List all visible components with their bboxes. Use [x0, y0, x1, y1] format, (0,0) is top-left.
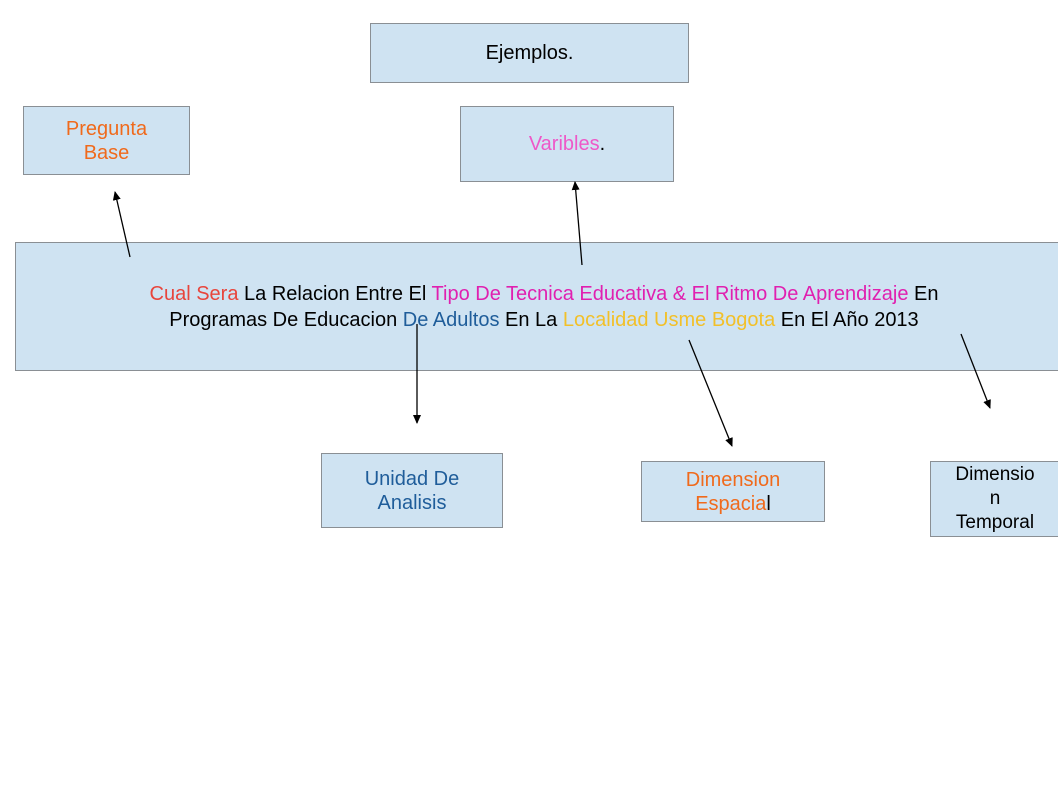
ejemplos-label: Ejemplos. — [485, 42, 574, 64]
question-segment-5: Programas De Educacion — [169, 308, 403, 331]
espacial-line2a: Espacia — [695, 492, 767, 515]
pregunta-base-label: Pregunta Base — [66, 117, 147, 165]
varibles-dot: . — [599, 133, 606, 155]
temporal-line2: n — [989, 488, 1001, 509]
question-box: Cual Sera La Relacion Entre El Tipo De T… — [15, 242, 1058, 371]
espacial-line1: Dimension — [685, 468, 781, 491]
espacial-line2b: l — [766, 492, 771, 515]
question-segment-pregunta: Cual Sera — [149, 282, 239, 305]
dimension-espacial-box: Dimension Espacial — [641, 461, 825, 522]
varibles-box: Varibles. — [460, 106, 674, 182]
espacial-label: Dimension Espacial — [686, 468, 780, 516]
question-segment-unidad: De Adultos — [402, 308, 500, 331]
temporal-label: Dimensio n Temporal — [955, 463, 1034, 535]
question-segment-espacial: Localidad Usme Bogota — [562, 308, 776, 331]
temporal-line3: Temporal — [955, 512, 1035, 533]
pregunta-base-box: Pregunta Base — [23, 106, 190, 175]
varibles-label: Varibles. — [529, 132, 605, 156]
unidad-line1: Unidad De — [364, 467, 460, 490]
pregunta-line2: Base — [83, 141, 130, 164]
question-segment-4: En — [908, 282, 939, 305]
varibles-word: Varibles — [528, 133, 600, 155]
pregunta-line1: Pregunta — [65, 117, 148, 140]
unidad-line2: Analisis — [377, 491, 447, 514]
question-segment-variables: Tipo De Tecnica Educativa & El Ritmo De … — [431, 282, 909, 305]
unidad-de-analisis-box: Unidad De Analisis — [321, 453, 503, 528]
question-segment-temporal: En El Año 2013 — [775, 308, 919, 331]
dimension-temporal-box: Dimensio n Temporal — [930, 461, 1058, 537]
question-segment-2: La Relacion Entre El — [238, 282, 432, 305]
question-segment-7: En La — [499, 308, 563, 331]
unidad-label: Unidad De Analisis — [365, 467, 460, 515]
question-text: Cual Sera La Relacion Entre El Tipo De T… — [150, 281, 939, 333]
ejemplos-box: Ejemplos. — [370, 23, 689, 83]
temporal-line1: Dimensio — [955, 464, 1035, 485]
